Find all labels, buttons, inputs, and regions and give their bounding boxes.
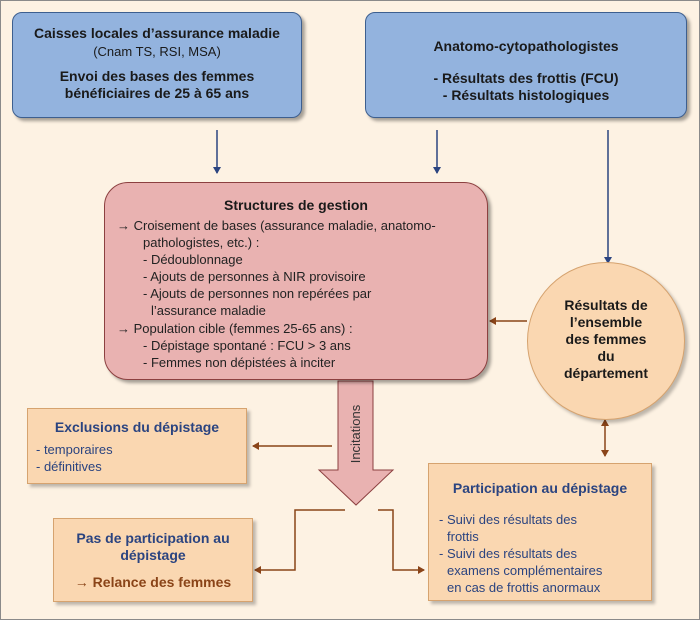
cnam-box: Caisses locales d’assurance maladie (Cna… <box>12 12 302 118</box>
resultats-line-0: Résultats de <box>564 297 648 313</box>
cnam-title: Caisses locales d’assurance maladie <box>34 25 280 41</box>
structures-line-2: - Dédoublonnage <box>143 252 243 267</box>
exclusions-title: Exclusions du dépistage <box>54 419 220 435</box>
structures-line-7: - Dépistage spontané : FCU > 3 ans <box>143 338 351 353</box>
pas-participation-title-1: Pas de participation au <box>76 530 230 546</box>
participation-box: Participation au dépistage - Suivi des r… <box>428 463 652 601</box>
structures-line-0: → Croisement de bases (assurance maladie… <box>117 218 436 233</box>
pas-participation-title-2: dépistage <box>120 547 186 563</box>
structures-line-3: - Ajouts de personnes à NIR provisoire <box>143 269 366 284</box>
resultats-circle: Résultats de l’ensemble des femmes du dé… <box>527 262 685 420</box>
structures-line-4: - Ajouts de personnes non repérées par <box>143 286 372 301</box>
exclusions-item-2: - définitives <box>36 459 102 474</box>
anatomo-box: Anatomo-cytopathologistes - Résultats de… <box>365 12 687 118</box>
exclusions-box: Exclusions du dépistage - temporaires - … <box>27 408 247 484</box>
participation-title: Participation au dépistage <box>452 480 628 496</box>
arrow-to-participation <box>378 509 425 574</box>
participation-line-0: - Suivi des résultats des <box>439 512 578 527</box>
resultats-line-3: du <box>597 348 615 364</box>
relance-femmes-action: → Relance des femmes <box>74 574 232 590</box>
structures-line-6: → Population cible (femmes 25-65 ans) : <box>117 321 353 336</box>
resultats-line-1: l’ensemble <box>569 314 643 330</box>
structures-line-1: pathologistes, etc.) : <box>143 235 260 250</box>
anatomo-title: Anatomo-cytopathologistes <box>433 38 619 54</box>
arrow-to-pas-participation <box>254 509 345 574</box>
resultats-line-4: département <box>563 365 649 381</box>
structures-line-8: - Femmes non dépistées à inciter <box>143 355 336 370</box>
cnam-line-1: Envoi des bases des femmes <box>59 68 255 84</box>
structures-line-5: l’assurance maladie <box>151 303 266 318</box>
anatomo-item-2: - Résultats histologiques <box>442 87 610 103</box>
structures-box: Structures de gestion → Croisement de ba… <box>104 182 488 380</box>
cnam-line-2: bénéficiaires de 25 à 65 ans <box>64 85 250 101</box>
resultats-line-2: des femmes <box>565 331 647 347</box>
participation-line-4: en cas de frottis anormaux <box>447 580 601 595</box>
anatomo-item-1: - Résultats des frottis (FCU) <box>433 70 619 86</box>
pas-participation-box: Pas de participation au dépistage → Rela… <box>53 518 253 602</box>
incitations-arrow <box>317 380 395 506</box>
participation-line-1: frottis <box>447 529 479 544</box>
participation-line-3: examens complémentaires <box>447 563 603 578</box>
participation-line-2: - Suivi des résultats des <box>439 546 578 561</box>
incitations-label: Incitations <box>348 404 363 464</box>
cnam-subtitle: (Cnam TS, RSI, MSA) <box>93 44 221 59</box>
structures-title: Structures de gestion <box>224 197 368 213</box>
exclusions-item-1: - temporaires <box>36 442 113 457</box>
